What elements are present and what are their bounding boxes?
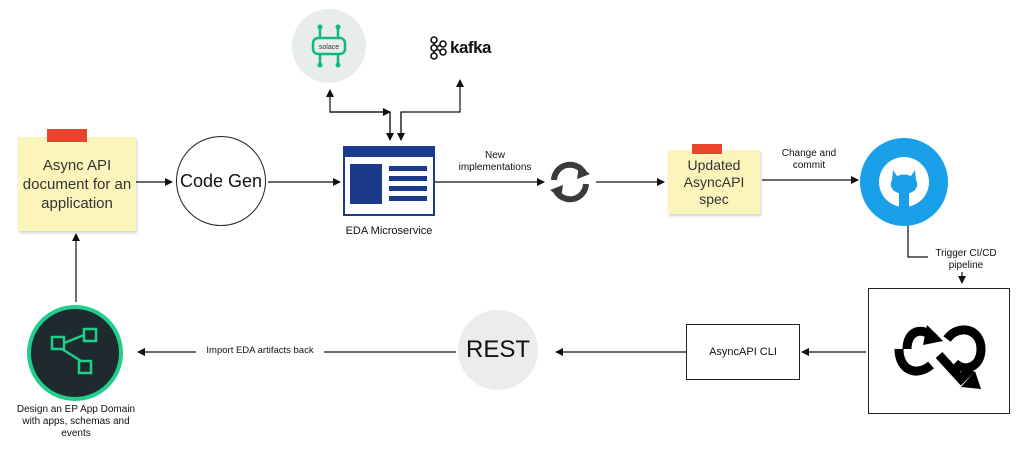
code-gen-label: Code Gen (179, 170, 263, 191)
rest-label: REST (465, 336, 530, 363)
trigger-line1: Trigger CI/CD (935, 248, 997, 259)
solace-logo: solace (292, 9, 366, 83)
cicd-box (868, 288, 1010, 414)
new-impl-label: New implementations (446, 150, 544, 174)
async-doc-line1: Async API (42, 156, 112, 174)
solace-text: solace (319, 44, 339, 51)
code-gen-node: Code Gen (176, 136, 266, 226)
kafka-icon (430, 36, 447, 60)
new-impl-line2: implementations (458, 162, 532, 173)
solace-icon: solace (311, 24, 347, 68)
design-caption: Design an EP App Domain with apps, schem… (8, 404, 144, 440)
kafka-text: kafka (450, 38, 491, 57)
async-api-doc-note: Async API document for an application (18, 137, 136, 231)
change-commit-label: Change and commit (774, 148, 844, 172)
tape (47, 129, 87, 142)
async-doc-line2: document for an (22, 175, 132, 193)
microservice-label: EDA Microservice (345, 225, 433, 237)
change-commit-line1: Change and (781, 148, 837, 159)
import-back-label: Import EDA artifacts back (196, 345, 324, 356)
sync-icon (546, 158, 594, 206)
design-line1: Design an EP App Domain (16, 404, 136, 415)
edge-microservice-to-kafka (400, 79, 464, 140)
asyncapi-cli-box: AsyncAPI CLI (686, 324, 800, 380)
microservice-icon (343, 146, 435, 216)
edge-microservice-to-solace (326, 89, 391, 140)
updated-spec-line2: AsyncAPI (683, 173, 745, 190)
rest-node: REST (458, 310, 538, 390)
design-line3: events (61, 428, 91, 439)
trigger-cicd-label: Trigger CI/CD pipeline (928, 248, 1004, 272)
async-doc-line3: application (41, 194, 113, 212)
updated-spec-line3: spec (699, 190, 729, 207)
design-line2: with apps, schemas and (22, 416, 130, 427)
trigger-line2: pipeline (948, 260, 984, 271)
updated-spec-line1: Updated (687, 156, 741, 173)
github-icon (860, 138, 948, 226)
tape (692, 144, 722, 154)
updated-spec-note: Updated AsyncAPI spec (668, 150, 760, 214)
new-impl-line1: New (484, 150, 505, 161)
asyncapi-cli-label: AsyncAPI CLI (709, 346, 777, 358)
ep-app-domain-icon (27, 305, 123, 401)
cicd-infinity-icon (894, 325, 986, 389)
change-commit-line2: commit (792, 160, 826, 171)
kafka-logo: kafka (428, 36, 508, 60)
